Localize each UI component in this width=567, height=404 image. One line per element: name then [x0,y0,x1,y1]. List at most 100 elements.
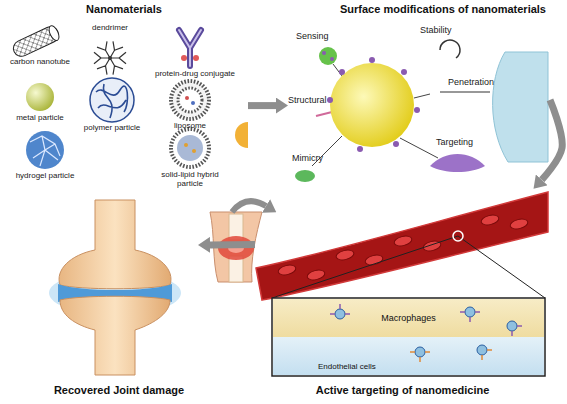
node-label: Macrophages [381,313,436,324]
node-label: Recovered Joint damage [54,384,184,397]
liposome-icon [171,81,209,119]
cell-membrane [493,52,548,162]
part-label: metal particle [5,114,75,123]
part-label: protein-drug conjugate [145,70,245,79]
node-label: Endothelial cells [318,362,376,372]
panel-heading-box: Recovered Joint damage [40,196,198,400]
mimicry-shape [295,170,315,182]
cell-band: Endothelial cells [273,337,544,375]
flow-arrow [248,102,276,109]
functional-sphere [330,63,414,147]
red-blood-cells [277,213,529,281]
ligand-dots [401,69,407,75]
node-label: Surface modifications of nanomaterials [340,3,546,16]
liposome-icon [191,101,195,105]
part-label: Penetration [448,78,494,88]
zoom-lines [272,231,545,298]
dendrimer-icon [108,56,112,60]
polymer-particle-icon [90,78,134,122]
liposome-icon [171,81,209,119]
nanoparticles-targeting [330,304,350,314]
hydrogel-particle-icon [26,131,64,169]
surface-ligands [316,112,332,116]
part-label: carbon nanotube [5,58,75,67]
targeting-receptor [430,154,485,172]
surface-ligands [333,64,345,80]
half-disc-marker [235,122,248,148]
antibody-icon [193,55,199,61]
nanoparticles-targeting [460,312,480,322]
red-blood-cells [335,248,355,261]
inflamed-knee [210,212,262,282]
flow-arrow [210,241,255,248]
ligand-dots [369,57,375,63]
dendrimer-icon [94,41,126,74]
healthy-joint [58,284,172,302]
healthy-joint [49,200,181,375]
red-blood-cells [393,234,413,247]
part-label: liposome [160,122,220,131]
sensing-blob [322,51,326,55]
part-label: Structural [288,96,327,106]
ligand-dots [339,69,345,75]
antibody-icon [181,55,187,61]
antibody-icon [179,30,201,66]
sensing-blob [330,57,334,61]
nanoparticles-targeting [330,304,522,362]
red-blood-cells [480,213,500,226]
inflamed-knee [210,212,262,282]
ligand-dots [414,107,420,113]
sensing-blob [319,47,337,65]
healthy-joint [60,296,170,375]
liposome-icon [178,88,202,112]
nanoparticles-targeting [477,345,487,355]
ligand-dots [327,57,420,152]
hydrogel-particle-icon [26,131,64,169]
stability-arrow [440,40,460,58]
ligand-dots [393,141,399,147]
solid-lipid-particle-icon [192,149,196,153]
nanoparticles-targeting [465,307,475,317]
flow-arrow [542,100,563,180]
red-blood-cells [509,217,529,230]
node-label: Nanomaterials [86,3,162,16]
node-label: Active targeting of nanomedicine [316,384,490,397]
inflamed-knee [218,236,254,260]
red-blood-cells [422,239,442,252]
polymer-particle-icon [90,78,134,122]
part-label: hydrogel particle [5,172,85,181]
solid-lipid-particle-icon [171,129,209,167]
part-label: dendrimer [80,24,140,33]
part-label: Mimicry [292,154,323,164]
panel-heading-box: Surface modifications of nanomaterials [288,0,550,192]
healthy-joint [59,200,171,289]
healthy-joint [49,271,181,315]
part-label: Sensing [296,32,329,42]
carbon-nanotube-icon [11,24,61,59]
penetration-arrow [440,91,490,92]
metal-particle-icon [26,83,54,111]
polymer-particle-icon [96,84,127,118]
surface-ligands [312,64,438,166]
solid-lipid-particle-icon [184,143,188,147]
carbon-nanotube-icon [47,24,61,42]
zoom-lines [458,236,545,298]
red-blood-cells [306,268,326,281]
knee-arrow [232,201,266,212]
blood-vessel [256,192,548,300]
nanoparticles-targeting [415,347,425,357]
red-blood-cells [277,263,297,276]
part-label: Targeting [436,138,473,148]
liposome-icon [185,96,189,100]
nanoparticles-targeting [512,326,522,336]
ligand-dots [327,97,333,103]
hydrogel-particle-icon [30,136,60,166]
inset-frame [272,298,545,376]
inflamed-knee [228,243,244,253]
part-label: Stability [420,26,452,36]
inflamed-knee [229,256,243,282]
zoom-lines [272,236,458,298]
